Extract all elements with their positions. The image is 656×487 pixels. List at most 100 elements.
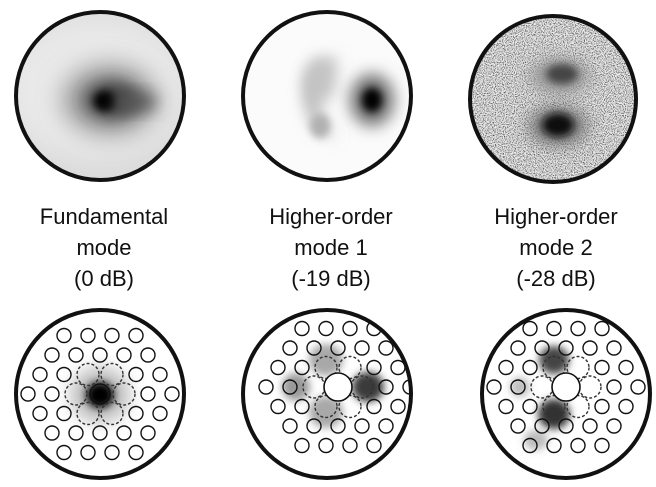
lattice-hole: [498, 398, 514, 415]
dashed-core-hole: [100, 401, 124, 426]
lattice-hole: [294, 359, 310, 376]
lattice-hole: [140, 347, 156, 363]
lattice-hole: [618, 398, 634, 415]
lattice-hole: [306, 340, 322, 356]
caption-line-1: Higher-order: [269, 204, 393, 229]
fiber-outline: [241, 10, 413, 182]
lattice-hole: [510, 379, 526, 395]
caption-line-3: (0 dB): [74, 266, 134, 291]
lattice-hole: [330, 340, 346, 356]
lattice-hole: [510, 418, 526, 434]
lattice-hole: [342, 320, 358, 337]
lattice-hole: [20, 386, 36, 402]
lattice-hole: [330, 418, 346, 434]
lattice-hole: [56, 444, 72, 461]
lattice-hole: [68, 347, 84, 363]
lattice-hole: [582, 418, 598, 434]
lattice-hole: [594, 359, 610, 376]
lattice-hole: [582, 340, 598, 356]
lattice-hole: [390, 398, 406, 415]
lattice-hole: [294, 320, 310, 337]
lattice-hole: [152, 366, 168, 383]
lattice-hole: [534, 418, 550, 434]
caption-line-1: Higher-order: [494, 204, 618, 229]
lattice-hole: [282, 340, 298, 356]
caption-line-1: Fundamental: [39, 204, 169, 229]
lattice-hole: [270, 359, 286, 376]
lattice-hole: [80, 444, 96, 461]
lattice-hole: [140, 425, 156, 441]
lattice-hole: [318, 437, 334, 454]
fiber-outline: [468, 14, 638, 184]
lattice-hole: [522, 437, 538, 454]
lattice-hole: [104, 444, 120, 461]
lattice-hole: [606, 418, 622, 434]
lattice-hole: [606, 379, 622, 395]
lattice-hole: [378, 379, 394, 395]
lattice-hole: [56, 366, 72, 383]
lattice-hole: [270, 398, 286, 415]
dashed-core-hole: [100, 362, 124, 387]
measured-higher-order-mode-1: [241, 10, 413, 182]
lattice-hole: [56, 405, 72, 422]
measured-higher-order-mode-2: [468, 14, 638, 184]
lattice-hole: [104, 327, 120, 344]
lattice-hole: [510, 340, 526, 356]
lattice-hole: [594, 398, 610, 415]
lattice-hole: [318, 320, 334, 337]
lattice-hole: [128, 444, 144, 461]
lattice-hole: [128, 405, 144, 422]
lattice-hole: [366, 398, 382, 415]
dashed-core-hole: [578, 375, 602, 399]
lattice-hole: [116, 425, 132, 441]
lattice-hole: [92, 425, 108, 441]
fiber-outline: [241, 308, 413, 480]
caption-line-3: (-19 dB): [291, 266, 371, 291]
lattice-hole: [56, 327, 72, 344]
caption-fundamental-mode: Fundamental mode (0 dB): [4, 201, 204, 294]
dashed-core-hole: [76, 362, 100, 387]
lattice-hole: [618, 359, 634, 376]
simulated-fundamental-mode: [14, 308, 186, 480]
lattice-hole: [128, 327, 144, 344]
lattice-hole: [92, 347, 108, 363]
lattice-hole: [630, 379, 646, 395]
lattice-hole: [44, 347, 60, 363]
lattice-hole: [116, 347, 132, 363]
lattice-hole: [570, 320, 586, 337]
lattice-hole: [378, 418, 394, 434]
lattice-hole: [44, 386, 60, 402]
lattice-hole: [558, 340, 574, 356]
lattice-hole: [354, 418, 370, 434]
caption-line-2: mode 1: [294, 235, 368, 260]
lattice-hole: [594, 437, 610, 454]
fiber-outline: [14, 10, 186, 182]
lattice-hole: [354, 340, 370, 356]
caption-line-2: mode 2: [519, 235, 593, 260]
lattice-hole: [486, 379, 502, 395]
measured-fundamental-mode: [14, 10, 186, 182]
simulated-higher-order-mode-2: [480, 308, 652, 480]
lattice-hole: [282, 418, 298, 434]
lattice-hole: [306, 418, 322, 434]
dashed-core-hole: [76, 401, 100, 426]
lattice-hole: [546, 437, 562, 454]
lattice-hole: [594, 320, 610, 337]
lattice-hole: [282, 379, 298, 395]
lattice-hole: [378, 340, 394, 356]
dashed-core-hole: [350, 375, 374, 399]
caption-higher-order-mode-1: Higher-order mode 1 (-19 dB): [231, 201, 431, 294]
lattice-hole: [570, 437, 586, 454]
lattice-hole: [366, 359, 382, 376]
fiber-outline: [14, 308, 186, 480]
lattice-hole: [44, 425, 60, 441]
dashed-core-hole: [530, 375, 554, 399]
lattice-hole: [522, 359, 538, 376]
lattice-hole: [606, 340, 622, 356]
caption-higher-order-mode-2: Higher-order mode 2 (-28 dB): [456, 201, 656, 294]
lattice-hole: [558, 418, 574, 434]
lattice-hole: [342, 437, 358, 454]
lattice-hole: [128, 366, 144, 383]
lattice-hole: [32, 366, 48, 383]
lattice-hole: [80, 327, 96, 344]
